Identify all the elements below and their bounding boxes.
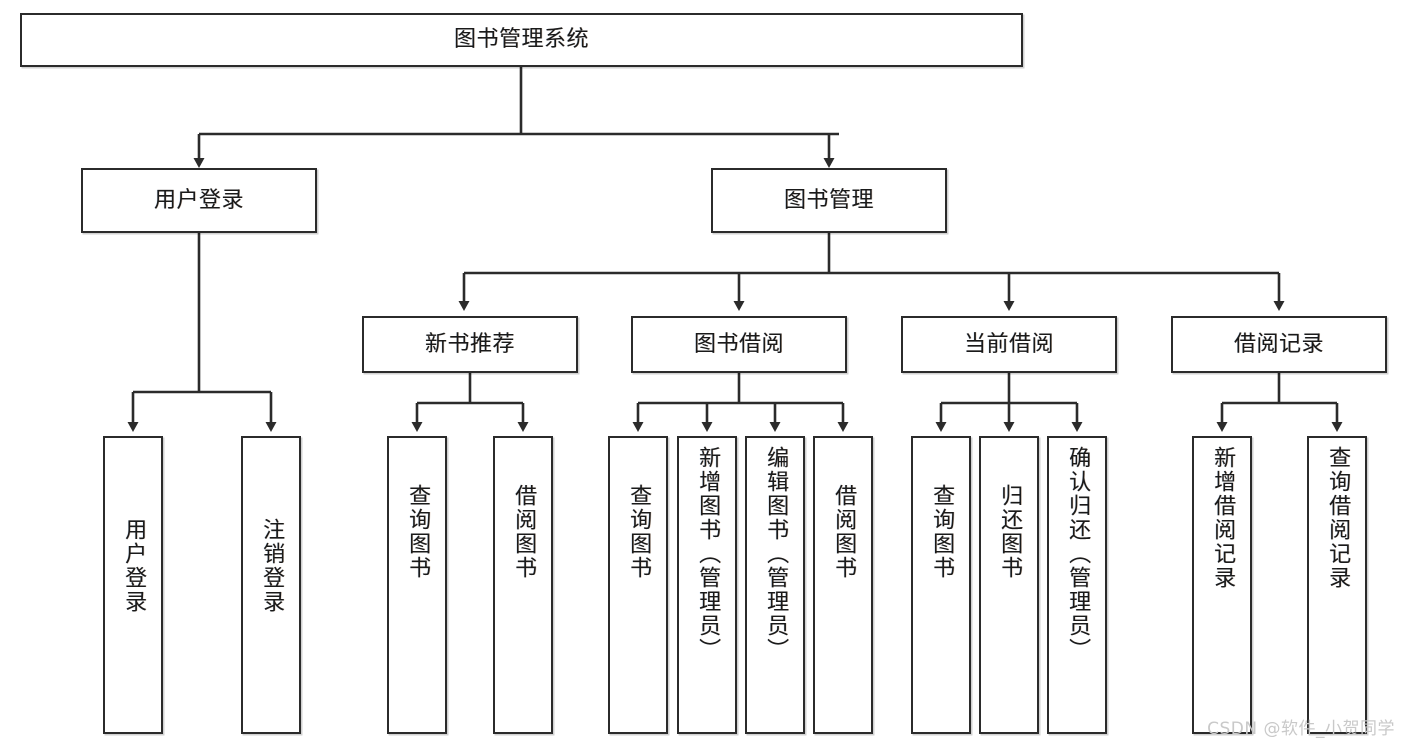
leaf-label: 新增借阅记录 xyxy=(1210,446,1236,590)
node-book-management[interactable]: 图书管理 xyxy=(711,168,947,233)
node-root[interactable]: 图书管理系统 xyxy=(20,13,1023,67)
leaf-new-book-query[interactable]: 查询图书 xyxy=(387,436,447,734)
leaf-label: 确认归还（管理员） xyxy=(1065,446,1091,662)
leaf-label: 借阅图书 xyxy=(511,484,537,580)
leaf-user-login-logout[interactable]: 注销登录 xyxy=(241,436,301,734)
node-new-book-recommend-label: 新书推荐 xyxy=(424,331,515,357)
leaf-current-confirm-return[interactable]: 确认归还（管理员） xyxy=(1047,436,1107,734)
leaf-user-login-login[interactable]: 用户登录 xyxy=(103,436,163,734)
leaf-label: 查询图书 xyxy=(929,484,955,580)
leaf-new-book-borrow[interactable]: 借阅图书 xyxy=(493,436,553,734)
leaf-current-query-book[interactable]: 查询图书 xyxy=(911,436,971,734)
leaf-label: 查询图书 xyxy=(626,484,652,580)
leaf-borrow-add-book[interactable]: 新增图书（管理员） xyxy=(677,436,737,734)
node-new-book-recommend[interactable]: 新书推荐 xyxy=(362,316,578,373)
leaf-current-return-book[interactable]: 归还图书 xyxy=(979,436,1039,734)
watermark: CSDN @软件_小贺同学 xyxy=(1207,719,1395,739)
leaf-label: 编辑图书（管理员） xyxy=(763,446,789,662)
node-book-borrow-label: 图书借阅 xyxy=(693,331,784,357)
leaf-label: 查询图书 xyxy=(405,484,431,580)
leaf-label: 归还图书 xyxy=(997,484,1023,580)
leaf-label: 用户登录 xyxy=(121,518,147,614)
leaf-label: 查询借阅记录 xyxy=(1325,446,1351,590)
node-root-label: 图书管理系统 xyxy=(453,27,589,53)
node-current-borrow-label: 当前借阅 xyxy=(963,331,1054,357)
node-current-borrow[interactable]: 当前借阅 xyxy=(901,316,1117,373)
node-book-borrow[interactable]: 图书借阅 xyxy=(631,316,847,373)
node-book-management-label: 图书管理 xyxy=(783,187,874,213)
leaf-borrow-query-book[interactable]: 查询图书 xyxy=(608,436,668,734)
node-user-login-label: 用户登录 xyxy=(153,187,244,213)
node-user-login[interactable]: 用户登录 xyxy=(81,168,317,233)
leaf-record-add[interactable]: 新增借阅记录 xyxy=(1192,436,1252,734)
leaf-label: 借阅图书 xyxy=(831,484,857,580)
node-borrow-record[interactable]: 借阅记录 xyxy=(1171,316,1387,373)
leaf-label: 注销登录 xyxy=(259,518,285,614)
leaf-borrow-edit-book[interactable]: 编辑图书（管理员） xyxy=(745,436,805,734)
leaf-label: 新增图书（管理员） xyxy=(695,446,721,662)
leaf-borrow-borrow-book[interactable]: 借阅图书 xyxy=(813,436,873,734)
leaf-record-query[interactable]: 查询借阅记录 xyxy=(1307,436,1367,734)
node-borrow-record-label: 借阅记录 xyxy=(1233,331,1324,357)
